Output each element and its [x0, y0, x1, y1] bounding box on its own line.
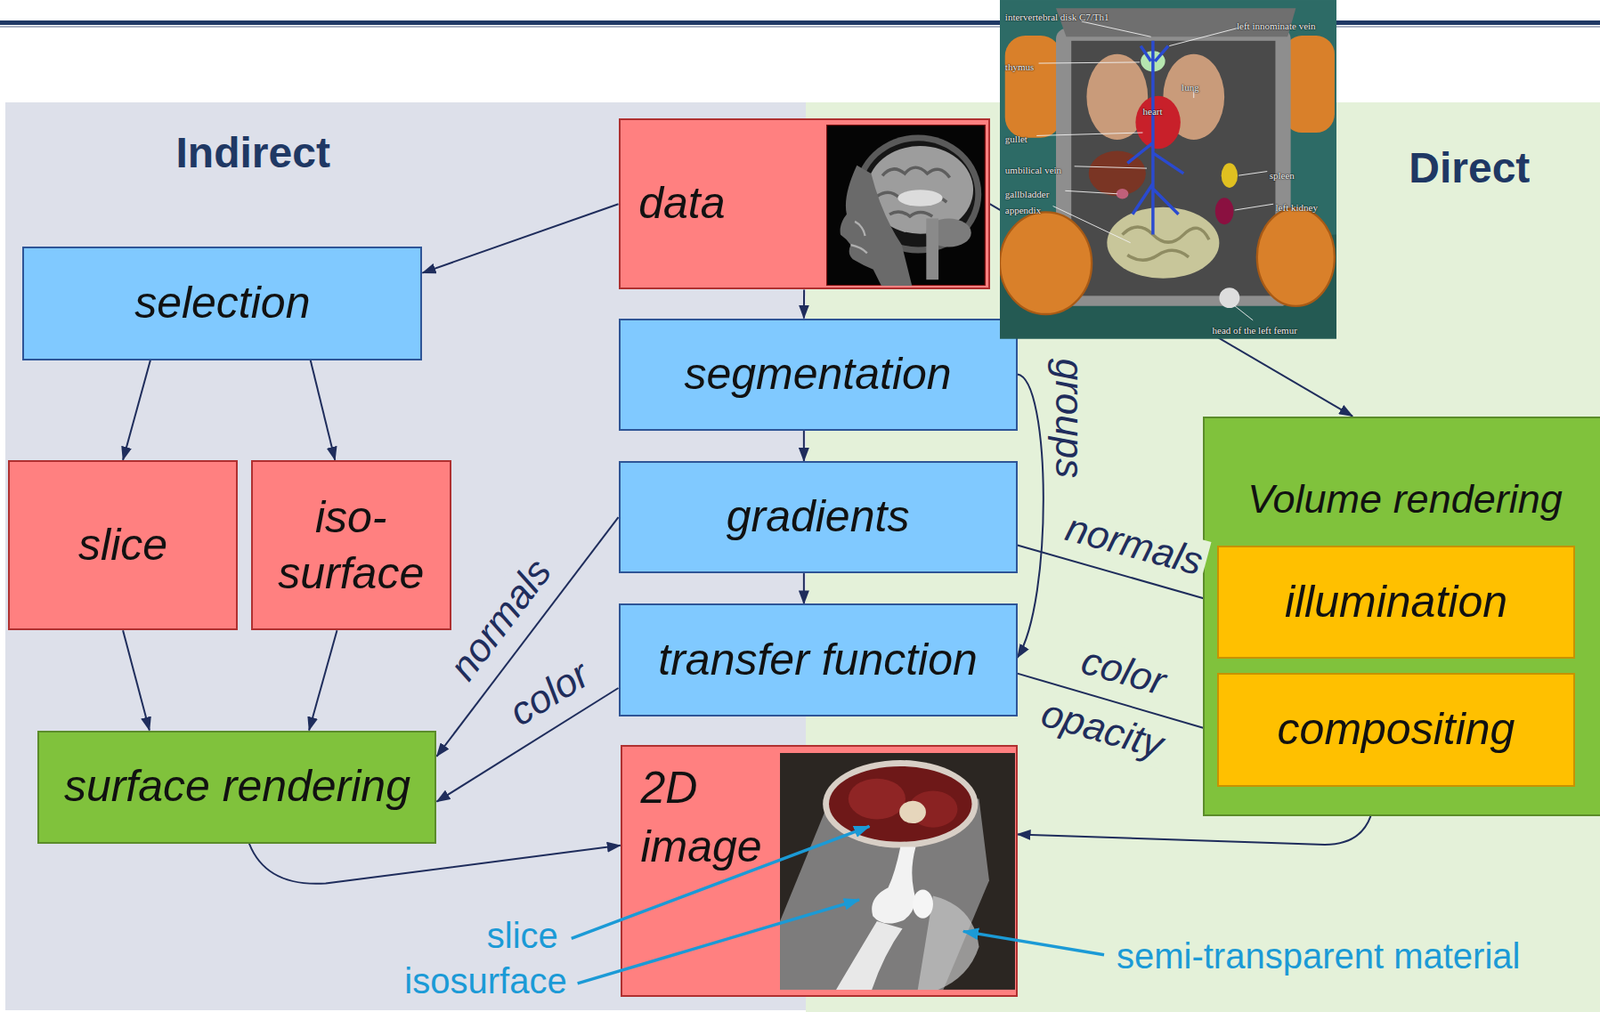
- stage-box: illumination: [1217, 545, 1575, 659]
- callout-leader: [963, 931, 1105, 955]
- connector-arrow: [249, 844, 621, 885]
- edge-label: groups: [1047, 355, 1093, 483]
- node-label: gradients: [726, 491, 910, 544]
- mri-brain-image: [826, 124, 986, 286]
- node-label: transfer function: [657, 634, 978, 687]
- connector-arrow: [436, 517, 618, 757]
- top-rule-shadow: [0, 25, 1600, 28]
- node-label: data: [638, 178, 725, 230]
- connector-arrow: [122, 360, 151, 461]
- callout-label: semi-transparent material: [1112, 935, 1525, 977]
- connector-arrow: [990, 203, 1353, 416]
- anatomy-label: left kidney: [1275, 202, 1318, 213]
- process-box: segmentation: [618, 318, 1018, 431]
- top-rule: [0, 20, 1600, 25]
- knee-rendering-image: [779, 753, 1016, 991]
- callout-label: slice: [483, 915, 562, 957]
- connector-arrow: [308, 630, 337, 731]
- callout-leader: [577, 900, 860, 984]
- anatomy-label: lung: [1181, 81, 1200, 93]
- connector-arrow: [422, 203, 618, 273]
- process-box: selection: [22, 246, 423, 360]
- node-label: surface rendering: [64, 761, 411, 813]
- stage-box: compositing: [1217, 673, 1575, 787]
- node-label: slice: [78, 519, 168, 572]
- anatomy-label: gallbladder: [1005, 188, 1049, 200]
- process-box: gradients: [618, 461, 1018, 574]
- node-label: compositing: [1277, 704, 1516, 756]
- node-label: iso- surface: [261, 489, 441, 602]
- anatomy-label: intervertebral disk C7/Th1: [1005, 11, 1110, 23]
- data-box: iso- surface: [251, 460, 452, 631]
- region-heading: Indirect: [176, 128, 331, 178]
- render-box: surface rendering: [37, 730, 437, 845]
- anatomy-label: appendix: [1005, 203, 1041, 215]
- node-label: Volume rendering: [1204, 476, 1600, 523]
- anatomy-label: heart: [1143, 105, 1163, 117]
- process-box: transfer function: [618, 603, 1018, 716]
- connector-arrow: [803, 573, 805, 604]
- node-label: segmentation: [683, 349, 951, 401]
- anatomy-label: umbilical vein: [1005, 164, 1062, 176]
- connector-arrow: [803, 289, 805, 318]
- node-label: selection: [134, 277, 310, 330]
- render-group-box: Volume rendering illumination compositing: [1202, 416, 1600, 817]
- anatomy-label: left innominate vein: [1236, 20, 1316, 32]
- data-box: slice: [8, 460, 238, 631]
- region-heading: Direct: [1408, 143, 1530, 193]
- anatomy-label: spleen: [1269, 169, 1295, 180]
- callout-label: isosurface: [400, 960, 570, 1002]
- connector-arrow: [122, 630, 150, 731]
- anatomy-label: gullet: [1005, 133, 1028, 145]
- connector-arrow: [803, 430, 805, 462]
- connector-arrow: [1017, 374, 1044, 658]
- callout-leader: [571, 826, 870, 939]
- connector-arrow: [310, 360, 336, 461]
- anatomy-label: head of the left femur: [1212, 324, 1298, 336]
- connector-arrow: [1017, 816, 1372, 845]
- node-label: 2D image: [640, 758, 792, 877]
- anatomy-label: thymus: [1005, 61, 1034, 73]
- node-label: illumination: [1284, 576, 1508, 629]
